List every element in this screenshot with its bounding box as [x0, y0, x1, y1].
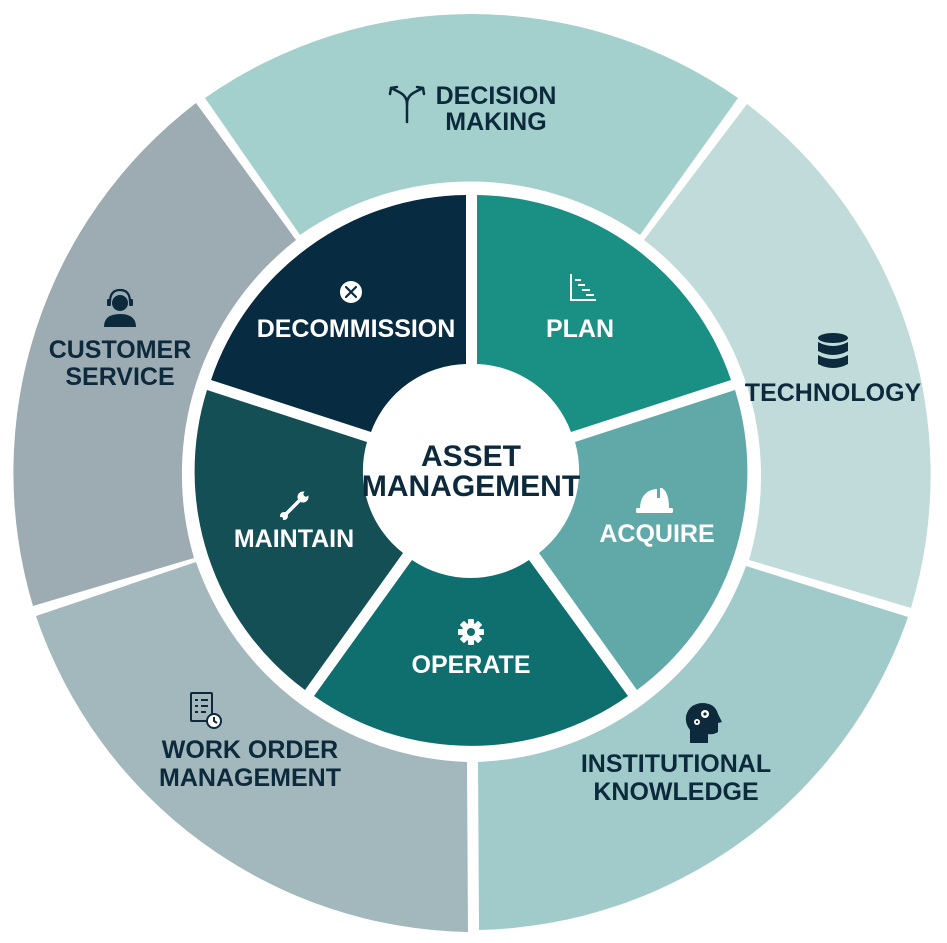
- operate-label: OPERATE: [412, 651, 531, 679]
- technology-label: TECHNOLOGY: [745, 379, 922, 407]
- customer-service-label-line1: CUSTOMER: [49, 336, 192, 364]
- decommission-label: DECOMMISSION: [257, 315, 456, 343]
- institutional-knowledge-label-line1: INSTITUTIONAL: [581, 750, 771, 778]
- segment-plan: [477, 195, 731, 432]
- wrench-icon: [279, 491, 309, 521]
- segment-technology: [644, 104, 931, 608]
- segment-acquire: [539, 390, 748, 690]
- gantt-chart-icon: [570, 274, 596, 301]
- split-arrow-icon: [388, 85, 426, 124]
- hard-hat-icon: [636, 488, 673, 513]
- segment-decision-making: [205, 14, 738, 236]
- database-icon: [818, 333, 848, 368]
- customer-service-label-line2: SERVICE: [65, 363, 174, 391]
- segment-customer-service: [13, 103, 296, 606]
- segment-maintain: [194, 390, 403, 690]
- center-title-line1: ASSET: [421, 440, 521, 473]
- gear-icon: [458, 619, 484, 645]
- headset-person-icon: [104, 288, 136, 327]
- decision-making-label-line2: MAKING: [445, 108, 546, 136]
- decision-making-label-line1: DECISION: [436, 82, 557, 110]
- x-circle-icon: [340, 281, 362, 303]
- work-order-management-label-line1: WORK ORDER: [162, 736, 338, 764]
- segment-operate: [314, 560, 628, 746]
- checklist-clock-icon: [190, 692, 222, 729]
- institutional-knowledge-label-line2: KNOWLEDGE: [593, 778, 758, 806]
- head-gears-icon: [685, 703, 722, 743]
- segment-decommission: [211, 195, 466, 432]
- plan-label: PLAN: [546, 315, 614, 343]
- center-title-line2: MANAGEMENT: [362, 470, 580, 503]
- acquire-label: ACQUIRE: [599, 520, 714, 548]
- center-hub: [367, 366, 575, 574]
- segment-work-order-management: [36, 562, 468, 932]
- maintain-label: MAINTAIN: [234, 525, 354, 553]
- work-order-management-label-line2: MANAGEMENT: [159, 764, 341, 792]
- segment-institutional-knowledge: [478, 566, 908, 930]
